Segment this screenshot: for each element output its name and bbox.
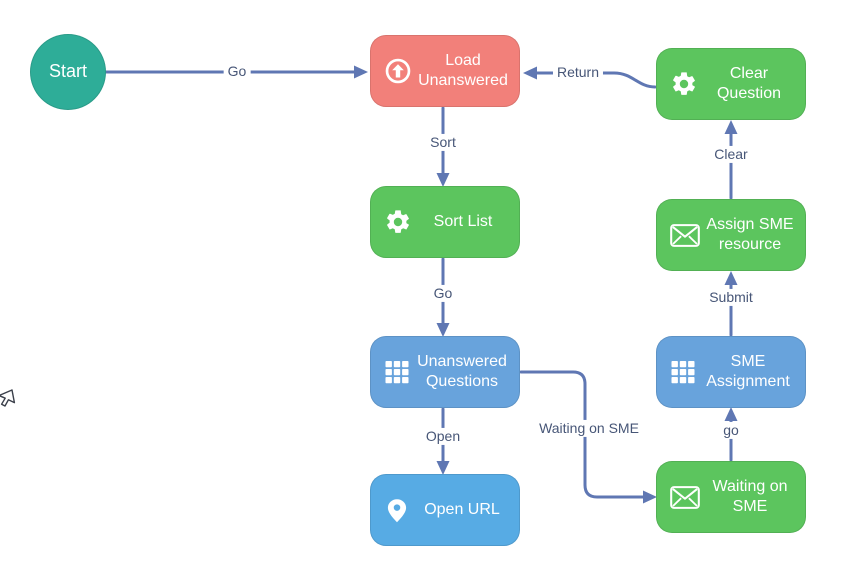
node-label: Assign SME resource <box>706 216 794 253</box>
node-label: Clear Question <box>716 65 782 102</box>
edge-label-submit[interactable]: Submit <box>705 288 757 306</box>
envelope-icon <box>670 223 700 247</box>
arrowhead <box>436 461 450 475</box>
node-label: Unanswered Questions <box>417 353 507 390</box>
edge-label-clear[interactable]: Clear <box>710 145 752 163</box>
node-sme-assignment[interactable]: SME Assignment <box>656 336 806 408</box>
grid-icon <box>384 360 410 384</box>
arrowhead <box>724 120 738 134</box>
arrowhead <box>354 65 368 79</box>
node-unanswered-questions[interactable]: Unanswered Questions <box>370 336 520 408</box>
node-label: SME Assignment <box>706 353 790 390</box>
envelope-icon <box>670 485 700 509</box>
grid-icon <box>670 360 696 384</box>
edge-label-sort[interactable]: Sort <box>426 133 460 151</box>
node-label: Waiting on SME <box>712 478 788 515</box>
gear-icon <box>384 208 412 236</box>
edge-label-waiting-on-sme[interactable]: Waiting on SME <box>535 419 643 437</box>
node-sort-list[interactable]: Sort List <box>370 186 520 258</box>
mouse-cursor-icon <box>0 389 16 407</box>
edge-unanswered-to-waiting[interactable] <box>519 370 657 504</box>
edge-label-go2[interactable]: Go <box>429 284 457 302</box>
node-load-unanswered[interactable]: Load Unanswered <box>370 35 520 107</box>
arrowhead <box>523 66 537 80</box>
edge-clearquestion-to-load[interactable] <box>523 66 657 89</box>
node-open-url[interactable]: Open URL <box>370 474 520 546</box>
upload-circle-icon <box>384 57 412 85</box>
node-label: Start <box>48 61 87 82</box>
node-clear-question[interactable]: Clear Question <box>656 48 806 120</box>
node-label: Open URL <box>424 501 500 519</box>
edge-assignsme-to-clearquestion[interactable] <box>724 120 738 200</box>
edge-label-return[interactable]: Return <box>552 63 604 81</box>
node-label: Load Unanswered <box>418 52 508 89</box>
arrowhead <box>724 407 738 421</box>
arrowhead <box>643 490 657 504</box>
arrowhead <box>436 323 450 337</box>
arrowhead <box>724 271 738 285</box>
gear-icon <box>670 70 698 98</box>
map-pin-icon <box>384 497 410 524</box>
node-label: Sort List <box>433 213 493 231</box>
node-waiting-on-sme[interactable]: Waiting on SME <box>656 461 806 533</box>
edge-label-open[interactable]: Open <box>421 427 465 445</box>
node-start[interactable]: Start <box>30 34 106 110</box>
arrowhead <box>436 173 450 187</box>
edge-label-go3[interactable]: go <box>719 421 743 439</box>
node-assign-sme-resource[interactable]: Assign SME resource <box>656 199 806 271</box>
edge-label-go[interactable]: Go <box>223 62 251 80</box>
